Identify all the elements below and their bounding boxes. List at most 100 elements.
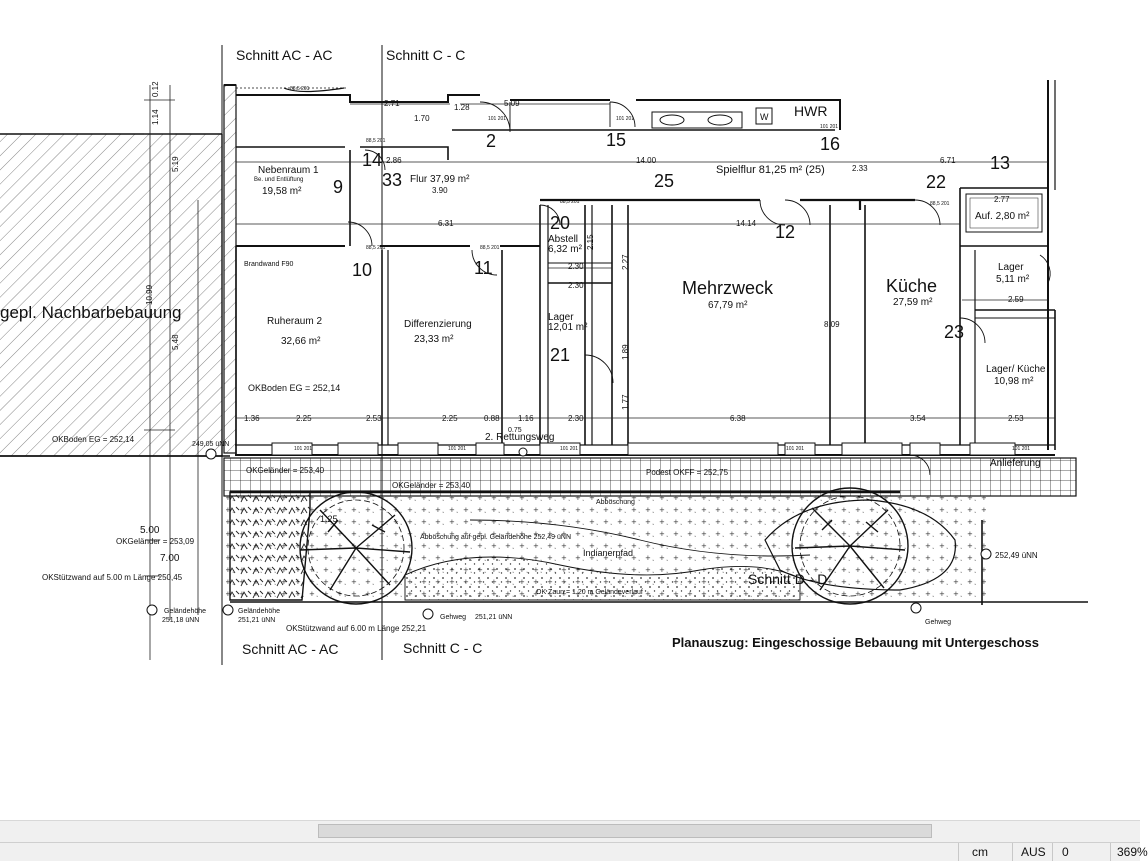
horizontal-dimension-lines [236, 103, 1055, 419]
window-tag: 101 201 [616, 116, 634, 122]
dimension-label: 1.16 [518, 414, 534, 423]
dimension-label: 2.30 [568, 414, 584, 423]
level-gelaende-mid-val: 251,21 üNN [238, 617, 275, 624]
label-abboschung2: Abböschung auf gepl. Geländehöhe 252,49 … [420, 534, 571, 541]
dimension-label: 2.27 [621, 254, 630, 270]
window-tag: 101 201 [820, 124, 838, 130]
room-differenzierung-area: 23,33 m² [414, 334, 454, 345]
level-podest: Podest OKFF = 252,75 [646, 468, 729, 477]
room-mehrzweck: Mehrzweck [682, 278, 774, 298]
status-separator [1110, 843, 1111, 861]
room-spielflur: Spielflur 81,25 m² (25) [716, 164, 825, 176]
level-075: 0.75 [508, 427, 522, 434]
dimension-label: 2.86 [386, 156, 402, 165]
room-kueche-area: 27,59 m² [893, 297, 933, 308]
room-lagerkueche: Lager/ Küche [986, 364, 1046, 375]
dimension-label: 2.77 [994, 195, 1010, 204]
dimension-label: 10.99 [145, 284, 154, 305]
dimension-label: 0.88 [484, 414, 500, 423]
status-bar: cm AUS 0 369% [0, 842, 1148, 861]
entry-canopy [236, 87, 348, 93]
label-indianerpfad: Indianerpfad [583, 548, 633, 558]
opening-tags: 88,5 201 101 201 101 201 101 201 88,5 20… [290, 86, 1030, 452]
level-spot-left: 249,05 üNN [192, 441, 229, 448]
facade-windows [271, 442, 1016, 456]
level-ok-zaun: OK Zaun = 1.20 m Geländeverlauf [536, 589, 643, 596]
room-lager2-area: 5,11 m² [996, 274, 1030, 285]
status-separator [1012, 843, 1013, 861]
dimension-label: 2.15 [586, 234, 595, 250]
room-kueche: Küche [886, 276, 937, 296]
elevator-shaft [965, 193, 1043, 233]
zoom-indicator[interactable]: 369% [1117, 845, 1148, 859]
floor-plan: + ˅ [0, 45, 1088, 665]
door-tag: 88,5 201 [560, 199, 580, 205]
svg-text:W: W [760, 112, 769, 122]
room-lagerkueche-area: 10,98 m² [994, 376, 1034, 387]
hwr-fixtures: W [651, 107, 773, 129]
level-ok-gelaender-terrace: OKGeländer = 253,40 [246, 466, 325, 475]
section-ac-top[interactable]: Schnitt AC - AC [236, 47, 332, 63]
dimension-label: 2.25 [296, 414, 312, 423]
room-number: 9 [333, 177, 343, 197]
dimension-label: 6.71 [940, 156, 956, 165]
room-ruheraum-area: 32,66 m² [281, 336, 321, 347]
vertical-dimensions: 0.12 1.14 5.19 10.99 5.48 2.15 2.27 1.89… [145, 81, 630, 410]
section-d[interactable]: Schnitt D - D [748, 571, 827, 587]
room-number: 25 [654, 171, 674, 191]
level-gehweg-val: 251,21 üNN [475, 614, 512, 621]
level-ok-gelaender-left: OKGeländer = 253,09 [116, 537, 195, 546]
dimension-label: 2.53 [1008, 414, 1024, 423]
room-number: 13 [990, 153, 1010, 173]
drawing-canvas[interactable]: + ˅ [0, 0, 1140, 820]
text-layer: gepl. Nachbarbebauung Schnitt AC - AC Sc… [0, 47, 1046, 657]
room-differenzierung: Differenzierung [404, 319, 472, 330]
room-number: 14 [362, 150, 382, 170]
level-gehweg: Gehweg [440, 614, 466, 621]
dimension-label: 14.00 [636, 156, 657, 165]
window-tag: 101 201 [1012, 446, 1030, 452]
room-number: 12 [775, 222, 795, 242]
level-125: 1.25 [320, 514, 338, 524]
dimension-label: 0.12 [151, 81, 160, 97]
units-indicator[interactable]: cm [972, 845, 988, 859]
room-mehrzweck-area: 67,79 m² [708, 300, 748, 311]
window-tag: 101 201 [488, 116, 506, 122]
dimension-label: 2.59 [1008, 295, 1024, 304]
dimension-label: 6.31 [438, 219, 454, 228]
dimension-label: 8.09 [824, 320, 840, 329]
section-ac-bottom[interactable]: Schnitt AC - AC [242, 641, 338, 657]
dimension-label: 1.36 [244, 414, 260, 423]
dimension-label: 1.70 [414, 114, 430, 123]
horizontal-scrollbar[interactable] [0, 820, 1140, 843]
drawing-title: Planauszug: Eingeschossige Bebauung mit … [672, 635, 1039, 650]
status-separator [1052, 843, 1053, 861]
section-c-top[interactable]: Schnitt C - C [386, 47, 465, 63]
room-flur: Flur 37,99 m² [410, 174, 470, 185]
room-number: 23 [944, 322, 964, 342]
dimension-label: 2.30 [568, 262, 584, 271]
tree-left [299, 491, 413, 605]
dimension-label: 1.77 [621, 394, 630, 410]
scrollbar-thumb[interactable] [318, 824, 932, 838]
door-tag: 88,5 201 [366, 138, 386, 144]
dimension-label: 2.71 [384, 99, 400, 108]
dimension-label: 2.30 [568, 281, 584, 290]
window-tag: 101 201 [448, 446, 466, 452]
level-ok-gelaender-mid: OKGeländer = 253,40 [392, 481, 471, 490]
room-nebenraum-area: 19,58 m² [262, 186, 302, 197]
dimension-label: 6.38 [730, 414, 746, 423]
dimension-label: 2.33 [852, 164, 868, 173]
dimension-label: 5.09 [504, 99, 520, 108]
dimension-label: 5.00 [140, 525, 160, 536]
level-gehweg-right: Gehweg [925, 619, 951, 626]
mode-indicator[interactable]: AUS [1021, 845, 1046, 859]
level-gelaende-mid: Geländehöhe [238, 608, 280, 615]
level-gelaende-left: Geländehöhe [164, 608, 206, 615]
section-c-bottom[interactable]: Schnitt C - C [403, 640, 482, 656]
dimension-label: 1.89 [621, 344, 630, 360]
level-ok-boden-eg: OKBoden EG = 252,14 [248, 383, 340, 393]
dimension-label: 2.53 [366, 414, 382, 423]
dimension-label: 14.14 [736, 219, 757, 228]
room-ruheraum: Ruheraum 2 [267, 316, 322, 327]
